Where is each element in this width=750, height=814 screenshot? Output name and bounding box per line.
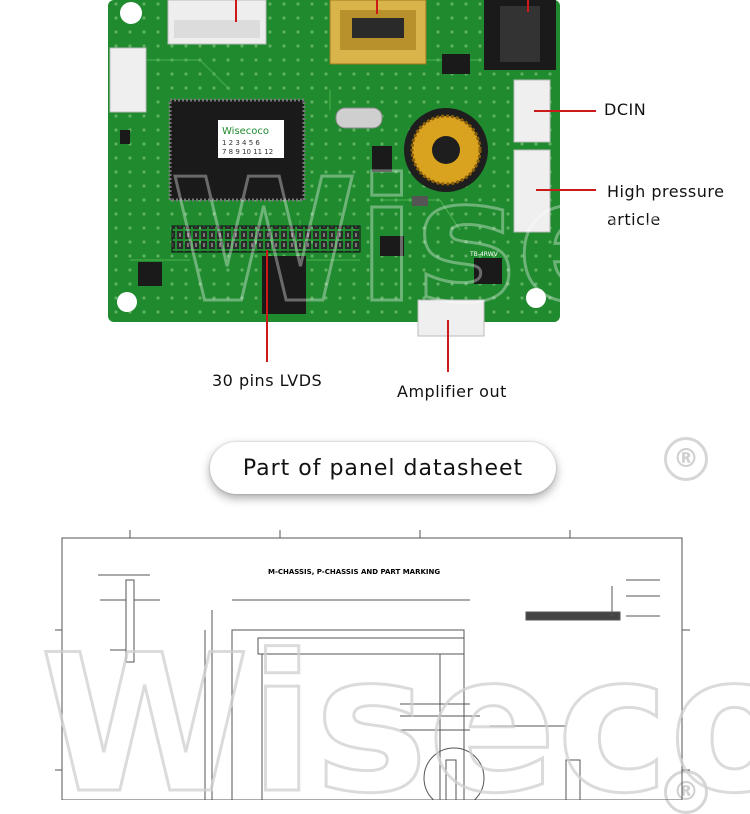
svg-text:TB-4RWV: TB-4RWV xyxy=(469,251,499,258)
section-title-pill: Part of panel datasheet xyxy=(210,442,556,494)
datasheet-drawing: M-CHASSIS, P-CHASSIS AND PART MARKING xyxy=(55,530,690,800)
label-high-pressure-line2: article xyxy=(607,210,661,229)
mounting-hole xyxy=(526,288,546,308)
label-high-pressure-line1: High pressure xyxy=(607,182,725,201)
svg-text:7 8 9 10 11 12: 7 8 9 10 11 12 xyxy=(222,148,273,156)
datasheet-title: M-CHASSIS, P-CHASSIS AND PART MARKING xyxy=(268,568,440,576)
chip-logo: Wisecoco xyxy=(222,126,269,137)
mounting-hole xyxy=(117,292,137,312)
label-amplifier: Amplifier out xyxy=(397,382,507,401)
registered-mark: ® xyxy=(664,437,708,481)
callout-lines xyxy=(235,0,596,372)
pcb-board: Wisecoco 1 2 3 4 5 6 7 8 9 10 11 12 TB-4… xyxy=(108,0,596,372)
label-dcin: DCIN xyxy=(604,100,647,119)
mounting-hole xyxy=(120,2,142,24)
label-high-pressure: High pressure article xyxy=(607,178,724,234)
label-lvds: 30 pins LVDS xyxy=(212,371,323,390)
svg-text:1 2 3 4 5 6: 1 2 3 4 5 6 xyxy=(222,139,260,147)
section-title: Part of panel datasheet xyxy=(242,455,524,481)
